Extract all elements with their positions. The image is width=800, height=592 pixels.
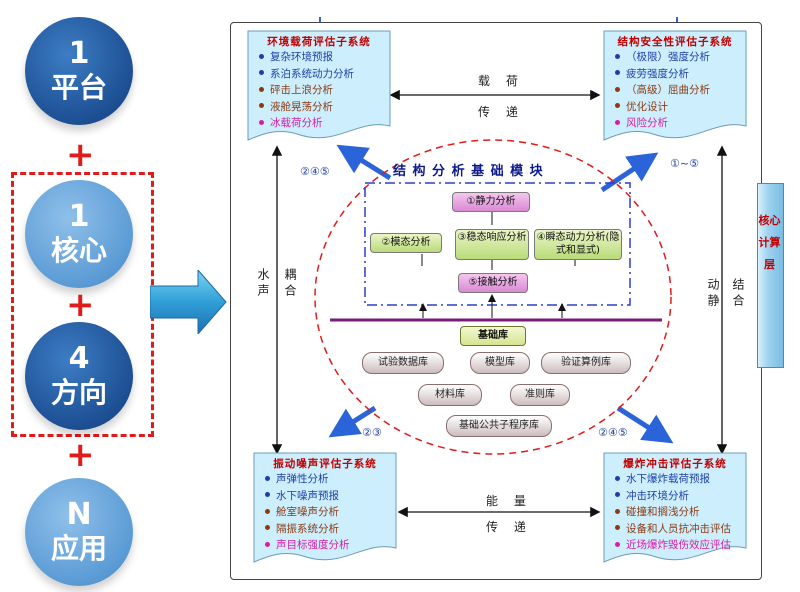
apps-circle: N 应用 bbox=[25, 478, 133, 586]
plus-sign: + bbox=[66, 135, 95, 175]
vib-noise-list: 声弹性分析 水下噪声预报 舱室噪声分析 隔振系统分析 声目标强度分析 bbox=[265, 471, 350, 554]
list-item: 碰撞和搁浅分析 bbox=[615, 504, 731, 521]
struct-safety-list: （极限）强度分析 疲劳强度分析 （高级）屈曲分析 优化设计 风险分析 bbox=[615, 49, 710, 132]
list-item: 声目标强度分析 bbox=[265, 537, 350, 554]
core-label: 核心 bbox=[50, 234, 107, 267]
static-analysis: ①静力分析 bbox=[452, 192, 530, 212]
env-load-list: 复杂环境预报 系泊系统动力分析 砰击上浪分析 液舱晃荡分析 冰载荷分析 bbox=[259, 49, 354, 132]
modal-analysis: ②模态分析 bbox=[370, 233, 442, 253]
core-compute-layer bbox=[757, 183, 784, 368]
transfer-label: 传 递 bbox=[486, 520, 532, 534]
directions-circle: 4 方向 bbox=[25, 322, 133, 430]
env-load-box: 环境载荷评估子系统 复杂环境预报 系泊系统动力分析 砰击上浪分析 液舱晃荡分析 … bbox=[247, 30, 391, 141]
criteria-library: 准则库 bbox=[510, 384, 570, 406]
model-library: 模型库 bbox=[470, 352, 530, 374]
core-compute-layer-label: 核心计算层 bbox=[758, 214, 781, 271]
big-right-arrow bbox=[150, 270, 227, 334]
platform-label: 平台 bbox=[50, 71, 107, 104]
list-item: 声弹性分析 bbox=[265, 471, 350, 488]
core-circle: 1 核心 bbox=[25, 180, 133, 288]
vib-noise-box: 振动噪声评估子系统 声弹性分析 水下噪声预报 舱室噪声分析 隔振系统分析 声目标… bbox=[253, 452, 397, 563]
struct-safety-title: 结构安全性评估子系统 bbox=[617, 36, 733, 48]
arrow-label-bottom-right: ②④⑤ bbox=[598, 426, 628, 439]
core-number: 1 bbox=[68, 199, 90, 234]
list-item: 舱室噪声分析 bbox=[265, 504, 350, 521]
list-item: 冰载荷分析 bbox=[259, 115, 354, 132]
transfer-label: 传 递 bbox=[478, 105, 524, 119]
energy-label: 能 量 bbox=[486, 494, 532, 508]
list-item: 水下爆炸载荷预报 bbox=[615, 471, 731, 488]
list-item: 复杂环境预报 bbox=[259, 49, 354, 66]
list-item: （高级）屈曲分析 bbox=[615, 82, 710, 99]
transient-dynamic-analysis: ④瞬态动力分析(隐式和显式) bbox=[534, 229, 622, 260]
steady-response-analysis: ③稳态响应分析 bbox=[455, 229, 529, 260]
directions-number: 4 bbox=[68, 341, 90, 376]
list-item: 砰击上浪分析 bbox=[259, 82, 354, 99]
list-item: 疲劳强度分析 bbox=[615, 66, 710, 83]
contact-analysis: ⑤接触分析 bbox=[458, 273, 528, 293]
struct-safety-box: 结构安全性评估子系统 （极限）强度分析 疲劳强度分析 （高级）屈曲分析 优化设计… bbox=[603, 30, 747, 141]
arrow-label-bottom-left: ②③ bbox=[362, 426, 382, 439]
plus-sign: + bbox=[66, 285, 95, 325]
load-label: 载 荷 bbox=[478, 74, 524, 88]
list-item: 系泊系统动力分析 bbox=[259, 66, 354, 83]
platform-number: 1 bbox=[68, 36, 90, 71]
test-database: 试验数据库 bbox=[362, 352, 444, 374]
list-item: 优化设计 bbox=[615, 99, 710, 116]
env-load-title: 环境载荷评估子系统 bbox=[267, 36, 371, 48]
apps-number: N bbox=[66, 497, 92, 532]
vib-noise-title: 振动噪声评估子系统 bbox=[273, 458, 377, 470]
list-item: （极限）强度分析 bbox=[615, 49, 710, 66]
base-library: 基础库 bbox=[460, 326, 526, 346]
combination-label: 结合 bbox=[731, 278, 745, 310]
platform-circle: 1 平台 bbox=[25, 17, 133, 125]
arrow-label-top-right: ①~⑤ bbox=[670, 157, 699, 170]
blast-impact-title: 爆炸冲击评估子系统 bbox=[623, 458, 727, 470]
module-title: 结 构 分 析 基 础 模 块 bbox=[393, 164, 544, 179]
list-item: 近场爆炸毁伤效应评估 bbox=[615, 537, 731, 554]
common-subroutine-library: 基础公共子程序库 bbox=[446, 415, 552, 437]
list-item: 冲击环境分析 bbox=[615, 488, 731, 505]
directions-label: 方向 bbox=[50, 376, 107, 409]
dynamic-static-label: 动静 bbox=[706, 278, 720, 310]
list-item: 水下噪声预报 bbox=[265, 488, 350, 505]
blast-impact-list: 水下爆炸载荷预报 冲击环境分析 碰撞和搁浅分析 设备和人员抗冲击评估 近场爆炸毁… bbox=[615, 471, 731, 554]
hydroacoustic-label: 水声 bbox=[256, 268, 270, 300]
list-item: 风险分析 bbox=[615, 115, 710, 132]
blast-impact-box: 爆炸冲击评估子系统 水下爆炸载荷预报 冲击环境分析 碰撞和搁浅分析 设备和人员抗… bbox=[603, 452, 747, 563]
material-library: 材料库 bbox=[418, 384, 482, 406]
list-item: 设备和人员抗冲击评估 bbox=[615, 521, 731, 538]
apps-label: 应用 bbox=[50, 532, 107, 565]
plus-sign: + bbox=[66, 435, 95, 475]
list-item: 液舱晃荡分析 bbox=[259, 99, 354, 116]
arrow-label-top-left: ②④⑤ bbox=[300, 165, 330, 178]
list-item: 隔振系统分析 bbox=[265, 521, 350, 538]
coupling-label: 耦合 bbox=[283, 268, 297, 300]
validation-case-library: 验证算例库 bbox=[541, 352, 631, 374]
